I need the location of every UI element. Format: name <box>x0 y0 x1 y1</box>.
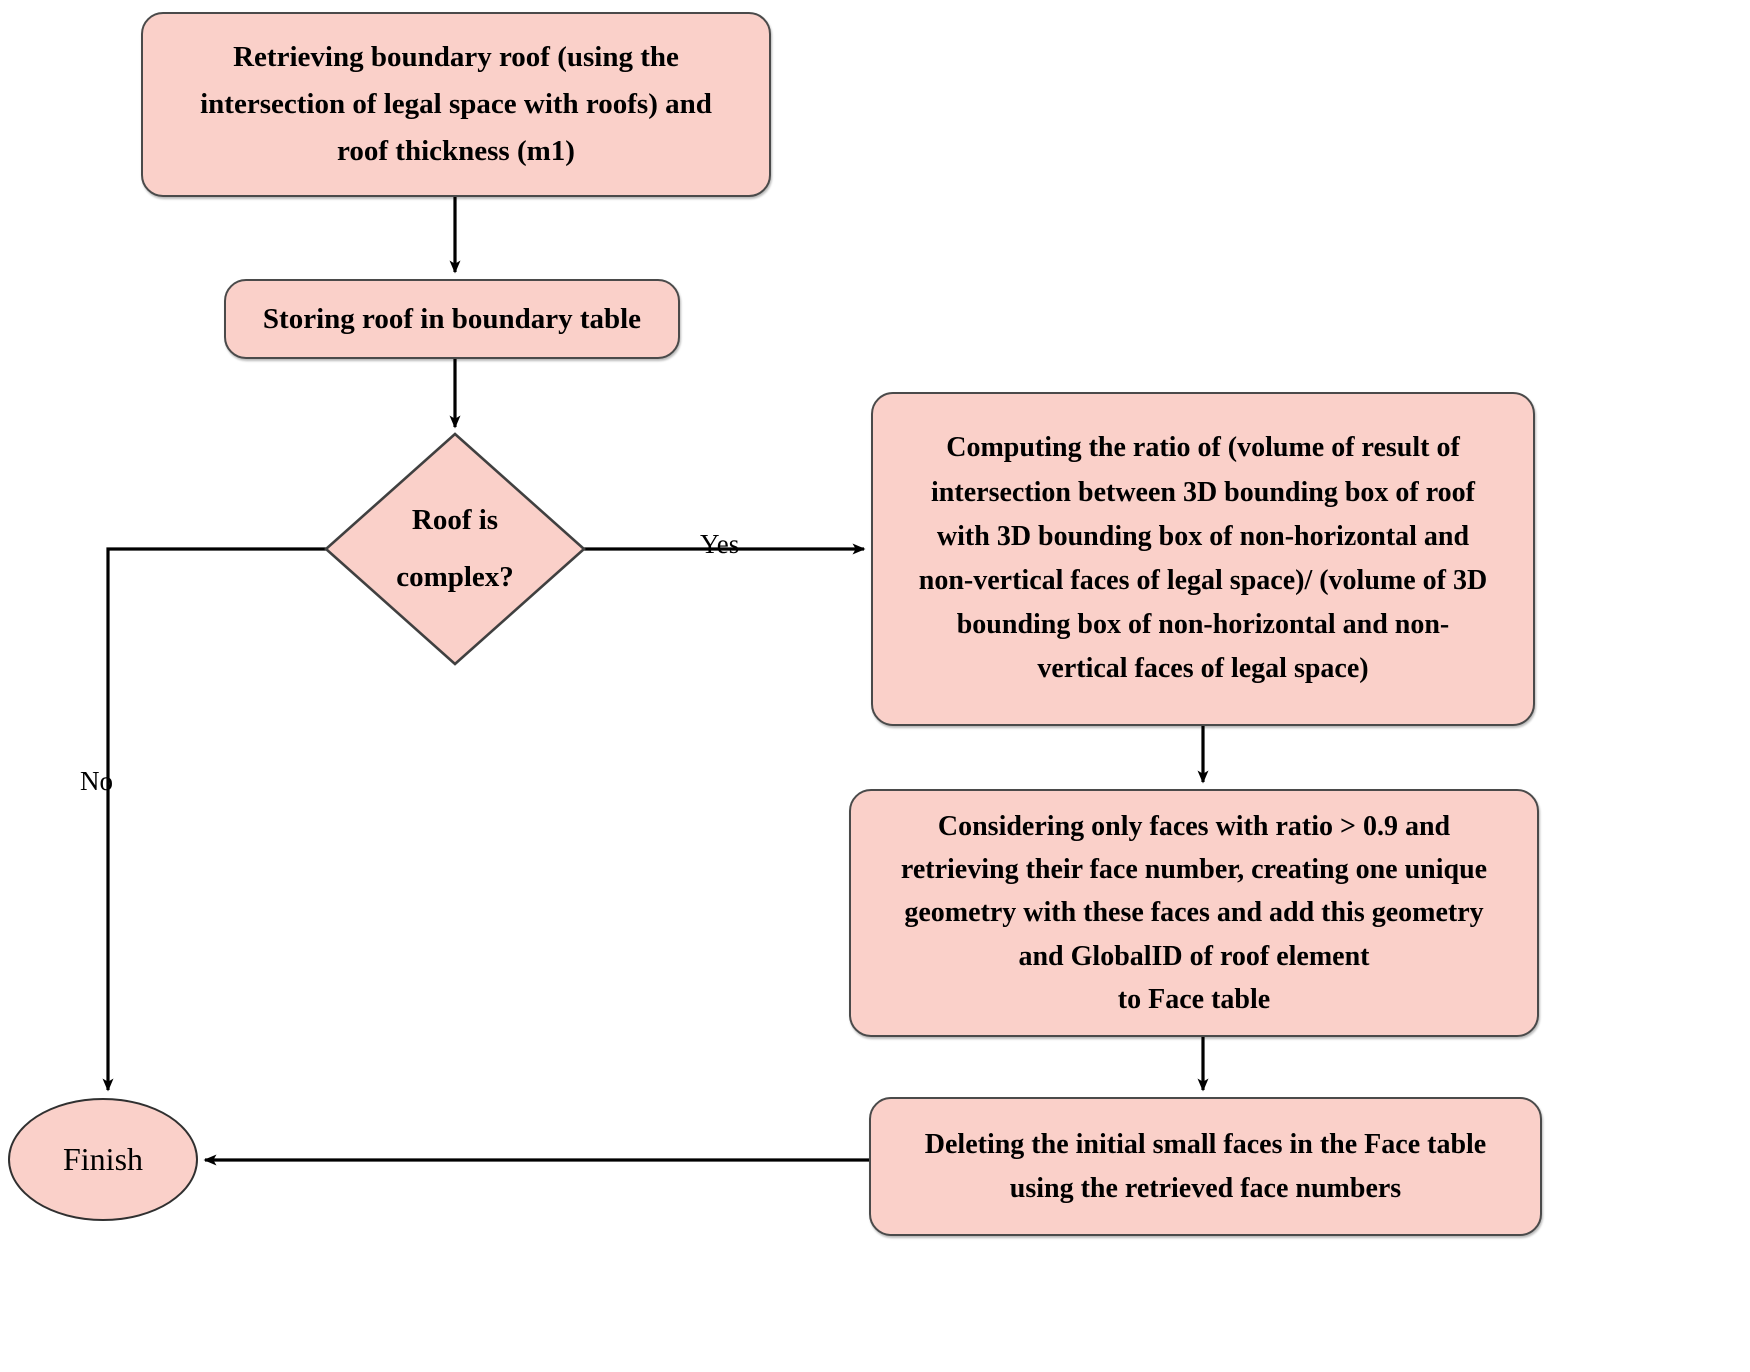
node-computing-ratio-text: Computing the ratio of (volume of result… <box>918 432 1488 685</box>
node-deleting-small-faces: Deleting the initial small faces in the … <box>869 1097 1542 1236</box>
node-considering-faces-text: Considering only faces with ratio > 0.9 … <box>900 811 1488 1015</box>
node-finish-terminator: Finish <box>8 1098 198 1221</box>
node-storing-roof-boundary-table: Storing roof in boundary table <box>224 279 680 359</box>
node-storing-roof-boundary-table-text: Storing roof in boundary table <box>262 302 642 335</box>
node-retrieve-boundary-roof-text: Retrieving boundary roof (using the inte… <box>200 41 712 167</box>
node-decision-roof-is-complex-label: Roof is complex? <box>326 434 584 664</box>
edge-label-no: No <box>80 766 113 796</box>
node-decision-roof-is-complex: Roof is complex? <box>326 434 584 664</box>
edge-label-yes: Yes <box>700 529 740 559</box>
decision-line-2: complex? <box>396 561 514 593</box>
node-computing-ratio: Computing the ratio of (volume of result… <box>871 392 1535 726</box>
node-finish-terminator-text: Finish <box>62 1141 144 1177</box>
decision-line-1: Roof is <box>411 504 499 537</box>
node-considering-faces: Considering only faces with ratio > 0.9 … <box>849 789 1539 1037</box>
connector-decision-no <box>102 547 326 1092</box>
node-retrieve-boundary-roof: Retrieving boundary roof (using the inte… <box>141 12 771 197</box>
node-deleting-small-faces-text: Deleting the initial small faces in the … <box>924 1129 1487 1204</box>
